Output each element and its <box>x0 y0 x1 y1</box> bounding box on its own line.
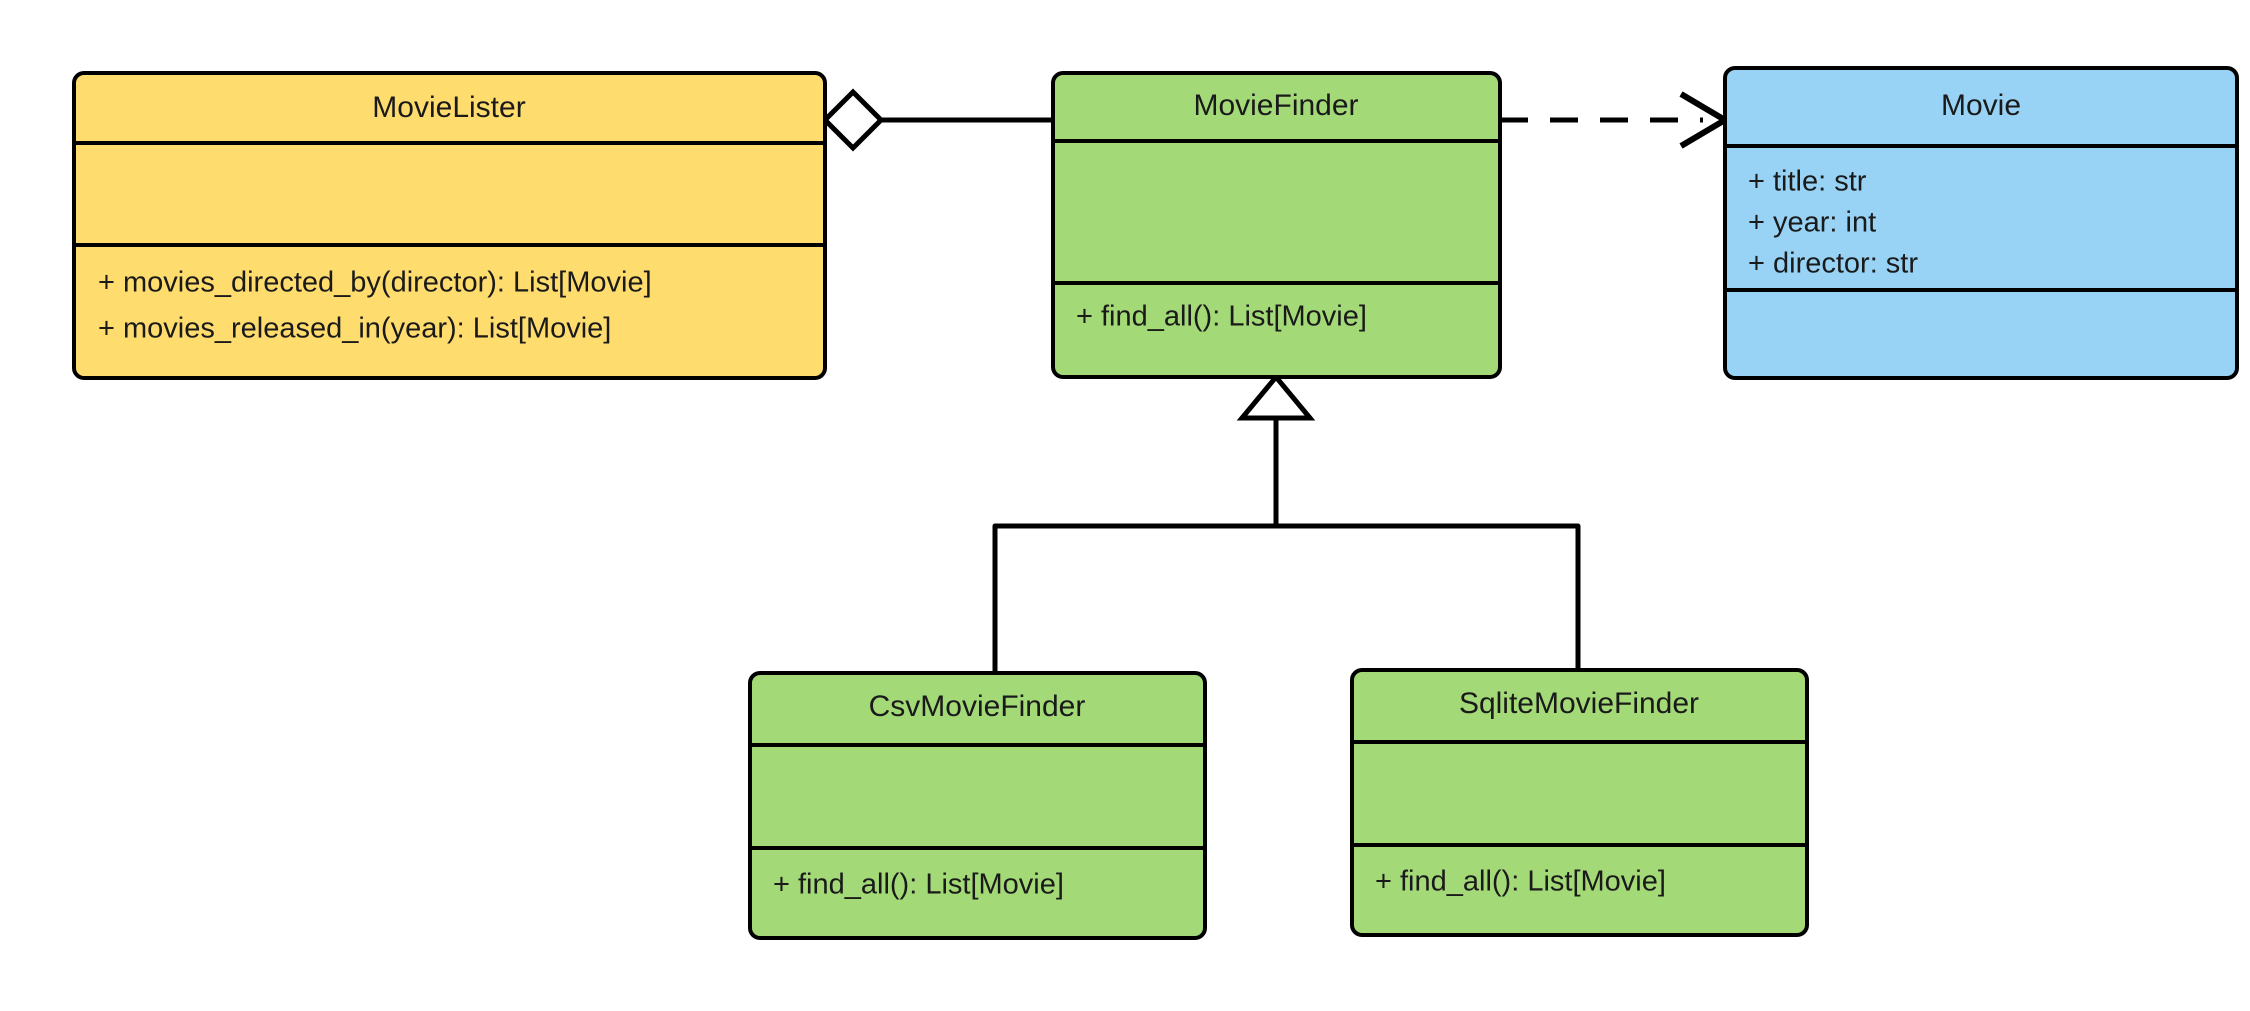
class-box-movie[interactable]: Movie + title: str + year: int + directo… <box>1723 66 2239 380</box>
relationship-dependency-finder-movie[interactable] <box>1500 91 1731 149</box>
movie-attribute-2: + director: str <box>1748 248 1918 280</box>
sqlite-movie-finder-method-0: + find_all(): List[Movie] <box>1375 866 1666 898</box>
movie-finder-method-0: + find_all(): List[Movie] <box>1076 301 1367 333</box>
movie-attribute-0: + title: str <box>1748 166 1867 198</box>
movie-lister-method-0: + movies_directed_by(director): List[Mov… <box>98 267 652 299</box>
csv-movie-finder-method-0: + find_all(): List[Movie] <box>773 869 1064 901</box>
generalization-line-branch-csv <box>992 523 1276 673</box>
sqlite-movie-finder-body <box>1350 668 1809 937</box>
hollow-diamond-marker <box>821 88 885 152</box>
csv-movie-finder-body <box>748 671 1207 940</box>
class-box-movie-lister[interactable]: MovieLister + movies_directed_by(directo… <box>72 71 827 380</box>
class-box-sqlite-movie-finder[interactable]: SqliteMovieFinder + find_all(): List[Mov… <box>1350 668 1809 937</box>
movie-finder-body <box>1051 71 1502 379</box>
relationship-generalization-subclasses[interactable] <box>992 373 1581 673</box>
generalization-line-branch-sqlite <box>1276 523 1581 670</box>
class-box-movie-finder[interactable]: MovieFinder + find_all(): List[Movie] <box>1051 71 1502 379</box>
movie-finder-title: MovieFinder <box>1193 89 1358 122</box>
movie-lister-method-1: + movies_released_in(year): List[Movie] <box>98 313 611 345</box>
movie-lister-body <box>72 71 827 380</box>
sqlite-movie-finder-title: SqliteMovieFinder <box>1459 687 1699 720</box>
relationship-aggregation-lister-finder[interactable] <box>821 88 1053 152</box>
movie-title: Movie <box>1941 89 2021 122</box>
movie-attribute-1: + year: int <box>1748 207 1876 239</box>
class-box-csv-movie-finder[interactable]: CsvMovieFinder + find_all(): List[Movie] <box>748 671 1207 940</box>
movie-lister-title: MovieLister <box>372 91 525 124</box>
hollow-triangle-marker <box>1236 373 1316 421</box>
csv-movie-finder-title: CsvMovieFinder <box>869 690 1086 723</box>
